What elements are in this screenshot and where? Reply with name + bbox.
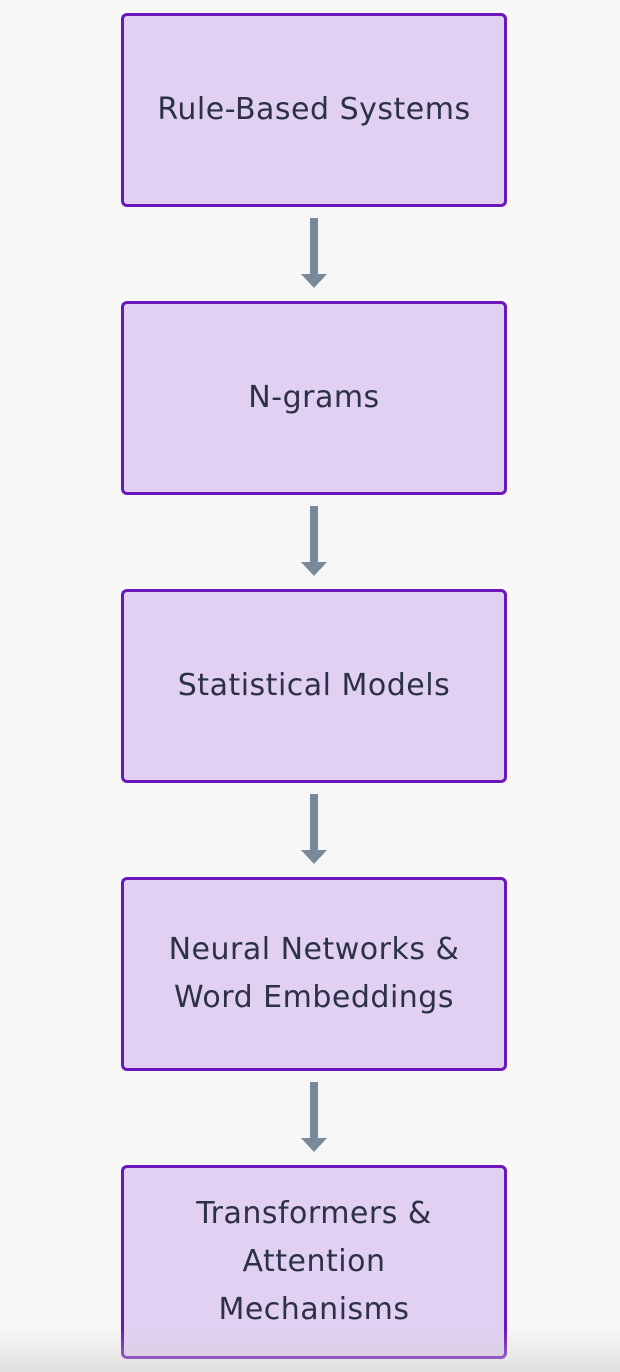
arrow-down-icon (301, 218, 327, 288)
arrow-down-icon (301, 794, 327, 864)
node-neural-networks-word-embeddings: Neural Networks & Word Embeddings (121, 877, 507, 1071)
arrow-down-icon (301, 1082, 327, 1152)
node-label: N-grams (248, 380, 380, 415)
node-label: Neural Networks & Word Embeddings (168, 932, 460, 1015)
arrow-down-icon (301, 506, 327, 576)
node-label: Transformers & Attention Mechanisms (196, 1196, 432, 1327)
node-label: Rule-Based Systems (157, 92, 471, 127)
node-n-grams: N-grams (121, 301, 507, 495)
node-label: Statistical Models (177, 668, 451, 703)
node-rule-based-systems: Rule-Based Systems (121, 13, 507, 207)
node-transformers-attention-mechanisms: Transformers & Attention Mechanisms (121, 1165, 507, 1359)
node-statistical-models: Statistical Models (121, 589, 507, 783)
